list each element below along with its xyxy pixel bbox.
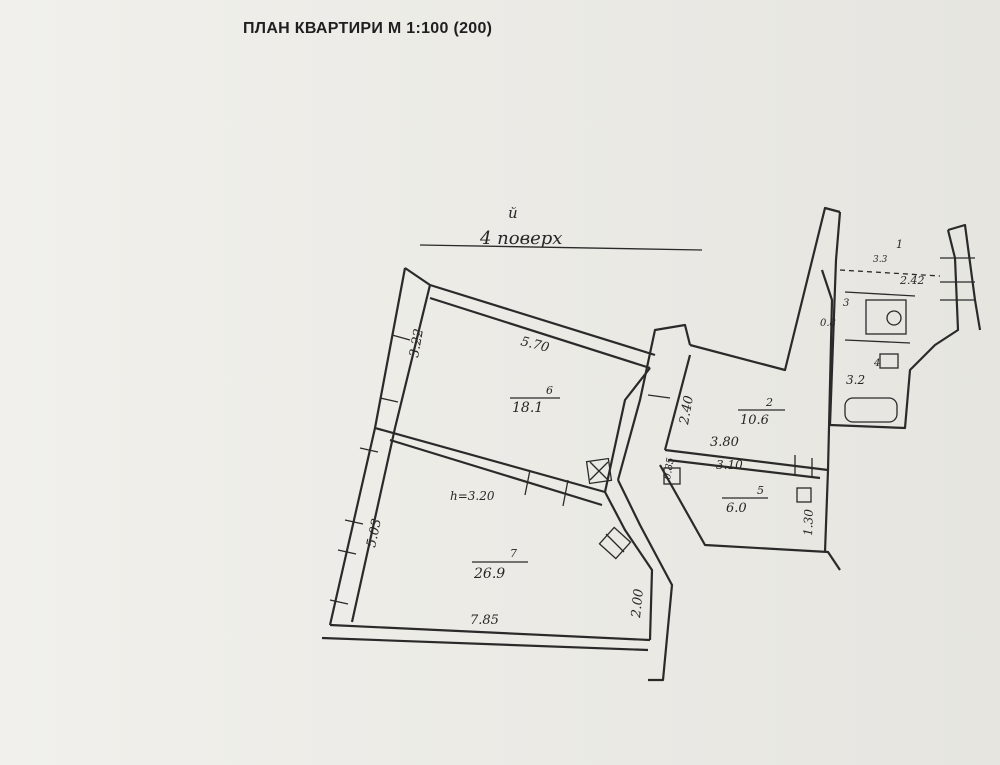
- corridor-left-inner: [603, 367, 651, 493]
- dimension-label: 5.03: [364, 517, 385, 548]
- room-area: 6.0: [726, 501, 747, 516]
- walls: [321, 206, 982, 682]
- washbasin-icon: [879, 353, 899, 369]
- door-mark: [647, 394, 671, 399]
- window-mark: [391, 334, 411, 341]
- wall-cap-top: [404, 267, 431, 286]
- room-number: 5: [757, 484, 764, 497]
- room2-bottom-wall: [664, 448, 829, 472]
- room-area: 26.9: [473, 566, 505, 582]
- room7-right-wall: [604, 491, 654, 641]
- room5-right-wall: [823, 469, 830, 553]
- left-inner-wall: [350, 284, 432, 623]
- window-mark: [337, 549, 357, 555]
- room-4-label: 4 3.2: [846, 358, 880, 387]
- room-area: 18.1: [512, 400, 543, 416]
- room2-bottom-wall-inner: [667, 458, 821, 480]
- room-number: 7: [510, 547, 517, 560]
- corridor-left-wall: [616, 323, 692, 481]
- floor-superscript: й: [508, 204, 518, 222]
- room-2-label: 2 10.6: [738, 396, 785, 428]
- room2-top-wall: [689, 206, 841, 372]
- window-mark: [359, 447, 379, 453]
- window-mark: [379, 397, 399, 403]
- room6-top-wall-inner: [429, 296, 651, 370]
- window-mark: [329, 599, 349, 605]
- bathroom-outer: [828, 211, 960, 430]
- toilet-bowl-icon: [886, 310, 902, 326]
- vent-shaft-icon: [598, 526, 632, 560]
- bathroom-right: [947, 223, 982, 331]
- bathtub-icon: [844, 397, 898, 423]
- room-7-label: 7 26.9: [472, 547, 528, 582]
- sink-fixture: [865, 299, 907, 335]
- room-5-label: 5 6.0: [722, 484, 768, 516]
- room6-top-wall: [429, 283, 656, 357]
- room-3-label: 3 0.8: [820, 298, 849, 329]
- bathroom-partition: [844, 339, 911, 344]
- room-labels: 6 18.1 7 26.9 2 10.6 5 6.0 1 3.3 2.42 3 …: [472, 238, 925, 582]
- vent-shaft-icon: [585, 457, 613, 485]
- room7-right-wall-outer: [617, 479, 674, 682]
- window-mark: [344, 519, 364, 525]
- dimension-label: 1.30: [801, 509, 816, 537]
- dimension-label: 0.85: [662, 457, 677, 481]
- dimension-labels: 5.70 3.22 5.03 7.85 2.00 2.40 3.80 3.10 …: [364, 328, 816, 628]
- bathroom-partition: [844, 291, 916, 297]
- room-number: 6: [546, 384, 553, 397]
- partition-6-7-inner: [389, 438, 603, 507]
- room-area: 10.6: [740, 413, 769, 428]
- room2-left-wall: [663, 354, 692, 451]
- room-area: 3.2: [846, 373, 865, 387]
- vent-box-icon: [796, 487, 812, 503]
- dimension-label: 2.00: [629, 588, 647, 619]
- bathroom-left: [820, 269, 834, 471]
- room-number: 3: [843, 298, 849, 309]
- room7-bottom-wall: [329, 623, 651, 642]
- door-mark: [562, 479, 569, 507]
- room-number: 2: [765, 396, 773, 409]
- dimension-label: 7.85: [470, 613, 499, 628]
- dimension-label: 3.10: [716, 458, 743, 472]
- room-6-label: 6 18.1: [510, 384, 560, 416]
- floor-underline: [419, 244, 703, 251]
- door-mark: [524, 469, 531, 496]
- dimension-label: 2.40: [677, 395, 697, 427]
- floor-name: 4 поверх: [479, 228, 562, 249]
- dimension-label: 3.80: [710, 435, 739, 450]
- bathroom-dashed: [839, 269, 941, 277]
- dimension-label: 3.22: [407, 328, 427, 359]
- room5-walls: [659, 464, 841, 571]
- room-area: 2.42: [899, 274, 925, 287]
- page-title: ПЛАН КВАРТИРИ М 1:100 (200): [243, 20, 493, 37]
- left-outer-wall: [328, 267, 407, 626]
- room-number: 4: [873, 358, 880, 369]
- room-prefix: 3.3: [873, 255, 888, 265]
- partition-6-7: [374, 426, 606, 494]
- room-1-label: 1 3.3 2.42: [873, 238, 925, 287]
- room7-bottom-wall-outer: [321, 636, 649, 652]
- room-number: 1: [896, 238, 903, 251]
- ceiling-height-label: h=3.20: [450, 489, 495, 503]
- vent-shaft-icon: [663, 467, 681, 485]
- dimension-label: 5.70: [519, 334, 551, 356]
- floor-label: й 4 поверх: [419, 204, 703, 251]
- room-area: 0.8: [820, 318, 836, 329]
